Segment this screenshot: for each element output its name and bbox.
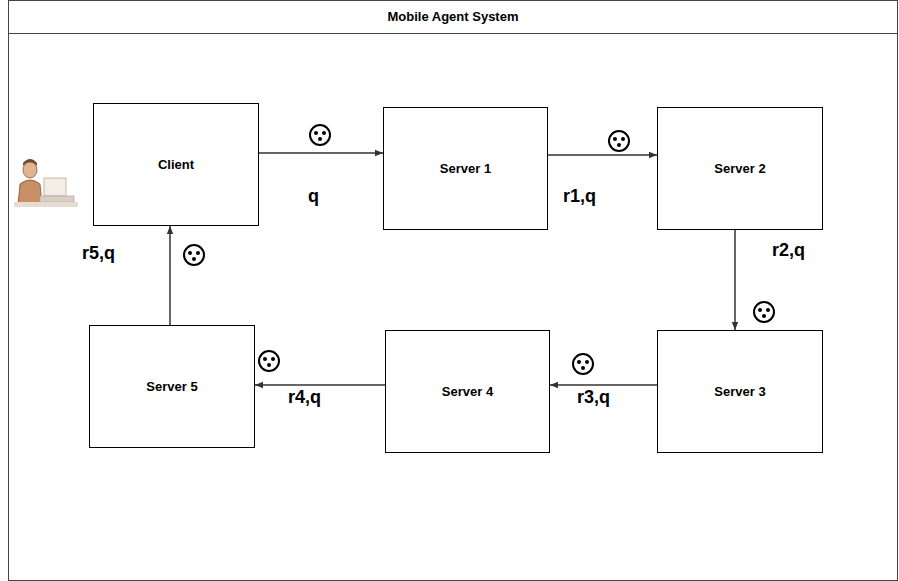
title-divider xyxy=(9,33,898,34)
server-box: Server 1 xyxy=(383,107,548,230)
box-label: Server 2 xyxy=(714,161,765,176)
diagram-title: Mobile Agent System xyxy=(8,0,898,33)
box-label: Server 5 xyxy=(146,379,197,394)
edge-label: r3,q xyxy=(575,387,612,408)
agent-icon xyxy=(259,351,279,371)
box-label: Server 4 xyxy=(442,384,493,399)
user-illustration xyxy=(14,159,78,207)
flow-arrow xyxy=(259,152,383,154)
edge-label: r4,q xyxy=(286,387,323,408)
edge-label: r5,q xyxy=(80,243,117,264)
flow-arrow xyxy=(255,384,385,386)
edge-label: r2,q xyxy=(770,240,807,261)
outer-frame xyxy=(9,1,898,581)
server-box: Server 4 xyxy=(385,330,550,453)
client-box: Client xyxy=(93,103,259,226)
flow-arrow xyxy=(169,226,171,325)
box-label: Server 3 xyxy=(714,384,765,399)
edge-label: r1,q xyxy=(561,186,598,207)
agent-icon xyxy=(754,302,774,322)
agent-icon xyxy=(310,125,330,145)
agent-icon xyxy=(184,245,204,265)
flow-arrow xyxy=(550,384,657,386)
server-box: Server 2 xyxy=(657,107,823,230)
agent-icon xyxy=(609,131,629,151)
server-box: Server 3 xyxy=(657,330,823,453)
box-label: Client xyxy=(158,157,194,172)
server-box: Server 5 xyxy=(89,325,255,448)
flow-arrow xyxy=(548,154,657,156)
box-label: Server 1 xyxy=(440,161,491,176)
edge-label: q xyxy=(306,186,321,207)
agent-icon xyxy=(573,354,593,374)
flow-arrow xyxy=(734,230,736,330)
